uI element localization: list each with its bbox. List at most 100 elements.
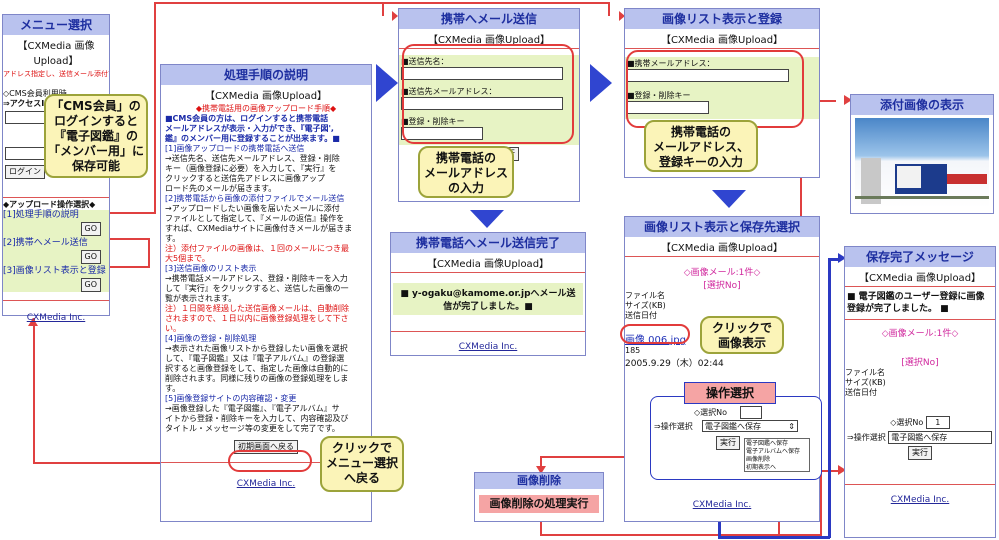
file-date: 2005.9.29（木）02:44 [625,356,819,369]
app-title: 【CXMedia 画像Upload】 [3,37,109,67]
execute-button[interactable]: 実行 [908,446,932,460]
select-no-label: ◇選択No [694,408,727,418]
callout-click: クリックで 画像表示 [700,316,784,354]
select-no-input[interactable]: 1 [926,416,950,429]
delete-title: 画像削除 [475,473,603,489]
procedure-line: →画像登録した『電子図鑑』、『電子アルバム』サ [165,404,367,414]
mail-done-message: ■ y-ogaku@kamome.or.jpへメール送信が完了しました。■ [393,283,583,315]
execute-button[interactable]: 実行 [716,436,740,450]
meta-size: サイズ(KB) [625,301,819,311]
app-title: 【CXMedia 画像Upload】 [625,239,819,254]
callout-list: 携帯電話の メールアドレス、 登録キーの入力 [644,120,758,172]
procedure-line: す。 [165,234,367,244]
procedure-line: [5]画像登録サイトの内容確認・変更 [165,394,367,404]
list-select-title: 画像リスト表示と保存先選択 [625,217,819,237]
procedure-line: す。 [165,384,367,394]
meta-filename: ファイル名 [625,291,819,301]
procedure-line: →アップロードしたい画像を届いたメールに添付 [165,204,367,214]
meta-date: 送信日付 [845,388,995,398]
menu-item-list[interactable]: [3]画像リスト表示と登録 [3,266,109,276]
callout-cms: 「CMS会員」の ログインすると 『電子図鑑』の 「メンバー用」に 保存可能 [44,94,148,178]
procedure-text: ■CMS会員の方は、ログインすると携帯電話メールアドレスが表示・入力ができ、『電… [161,114,371,434]
operation-select-value: 電子図鑑へ保存 [891,433,947,442]
done-message: ■ 電子図鑑のユーザー登録に画像登録が完了しました。 ■ [845,289,995,317]
list-login-title: 画像リスト表示と登録 [625,9,819,29]
mail-done-title: 携帯電話へメール送信完了 [391,233,585,253]
delete-body: 画像削除の処理実行 [479,495,599,513]
flow-arrow-right-icon [590,64,612,102]
menu-item-mail[interactable]: [2]携帯へメール送信 [3,238,109,248]
procedure-line: タイトル・メッセージ等の変更をして完了です。 [165,424,367,434]
select-no-header: [選択No] [625,278,819,291]
procedure-line: されますので、１日以内に画像登録処理をして下さ [165,314,367,324]
footer-link[interactable]: CXMedia Inc. [624,500,820,510]
procedure-line: 注）添付ファイルの画像は、１回のメールにつき最 [165,244,367,254]
done-title: 保存完了メッセージ [845,247,995,267]
procedure-line: 鑑』のメンバー用に登録することが出来ます。■ [165,134,367,144]
menu-item-procedure[interactable]: [1]処理手順の説明 [3,210,109,220]
procedure-line: して『実行』をクリックすると、送信した画像の一 [165,284,367,294]
dropdown-option[interactable]: 電子アルバムへ保存 [746,448,808,456]
procedure-line: →携帯電話メールアドレス、登録・削除キーを入力 [165,274,367,284]
dropdown-option[interactable]: 初期表示へ [746,464,808,472]
app-title: 【CXMedia 画像Upload】 [391,255,585,270]
login-button[interactable]: ログイン [5,165,45,179]
attach-title: 添付画像の表示 [851,95,993,115]
op-select-title: 操作選択 [684,382,776,404]
mail-send-title: 携帯へメール送信 [399,9,579,29]
procedure-red-head: ◆携帯電話用の画像アップロード手順◆ [161,104,371,114]
procedure-line: [4]画像の登録・削除処理 [165,334,367,344]
dropdown-option[interactable]: 画像削除 [746,456,808,464]
procedure-line: イトから登録・削除キーを入力して、内容確認及び [165,414,367,424]
flow-arrow-down-icon [712,190,746,208]
attached-photo [855,118,989,208]
operation-select[interactable]: 電子図鑑へ保存 [888,431,992,444]
footer-link[interactable]: CXMedia Inc. [845,495,995,505]
go-button[interactable]: GO [81,222,102,236]
procedure-line: 削除されます。同様に残りの画像の登録処理をしま [165,374,367,384]
procedure-line: して、『電子図鑑』又は『電子アルバム』の登録選 [165,354,367,364]
app-title: 【CXMedia 画像Upload】 [625,31,819,46]
procedure-line: メールアドレスが表示・入力ができ、『電子図', [165,124,367,134]
dropdown-option[interactable]: 電子図鑑へ保存 [746,440,808,448]
menu-list: [1]処理手順の説明 GO [2]携帯へメール送信 GO [3]画像リスト表示と… [3,210,109,292]
procedure-title: 処理手順の説明 [161,65,371,85]
dropdown-menu: 電子図鑑へ保存 電子アルバムへ保存 画像削除 初期表示へ [744,438,810,472]
highlight-ring [402,44,574,144]
app-title: 【CXMedia 画像Upload】 [161,87,371,102]
app-title: 【CXMedia 画像Upload】 [845,269,995,284]
procedure-line: ■CMS会員の方は、ログインすると携帯電話 [165,114,367,124]
meta-size: サイズ(KB) [845,378,995,388]
ops-title: ◆アップロード操作選択◆ [3,200,109,210]
footer-link[interactable]: CXMedia Inc. [3,313,109,323]
callout-mail: 携帯電話の メールアドレス の入力 [418,146,514,198]
procedure-line: すれば、CXMediaサイトに画像付きメールが届きま [165,224,367,234]
procedure-line: キー（画像登録に必要）を入力して、『実行』を [165,164,367,174]
select-no-header: [選択No] [845,355,995,368]
go-button[interactable]: GO [81,250,102,264]
menu-subtitle: アドレス指定し、送信メール添付で [3,69,109,79]
highlight-ring [626,50,804,128]
procedure-line: 覧が表示されます。 [165,294,367,304]
op-label: ⇒操作選択 [847,433,886,442]
delete-panel: 画像削除 画像削除の処理実行 [474,472,604,522]
menu-title: メニュー選択 [3,15,109,35]
operation-select[interactable]: 電子図鑑へ保存 ⇕ [702,420,798,432]
procedure-line: [1]画像アップロードの携帯電話へ送信 [165,144,367,154]
select-no-input[interactable] [740,406,762,419]
mail-done-panel: 携帯電話へメール送信完了 【CXMedia 画像Upload】 ■ y-ogak… [390,232,586,356]
procedure-line: クリックすると送信先アドレスに画像アップ [165,174,367,184]
operation-select-value: 電子図鑑へ保存 [705,422,761,431]
footer-link[interactable]: CXMedia Inc. [391,342,585,352]
meta-filename: ファイル名 [845,368,995,378]
procedure-line: い。 [165,324,367,334]
procedure-line: 注）１日間を経過した送信画像メールは、自動削除 [165,304,367,314]
go-button[interactable]: GO [81,278,102,292]
highlight-ring [620,324,690,344]
callout-back: クリックで メニュー選択 へ戻る [320,436,404,492]
highlight-ring [228,450,312,472]
attach-panel: 添付画像の表示 [850,94,994,214]
procedure-line: [2]携帯電話から画像の添付ファイルでメール送信 [165,194,367,204]
mail-count: ◇画像メール:1件◇ [845,326,995,339]
procedure-line: →送信先名、送信先メールアドレス、登録・削除 [165,154,367,164]
